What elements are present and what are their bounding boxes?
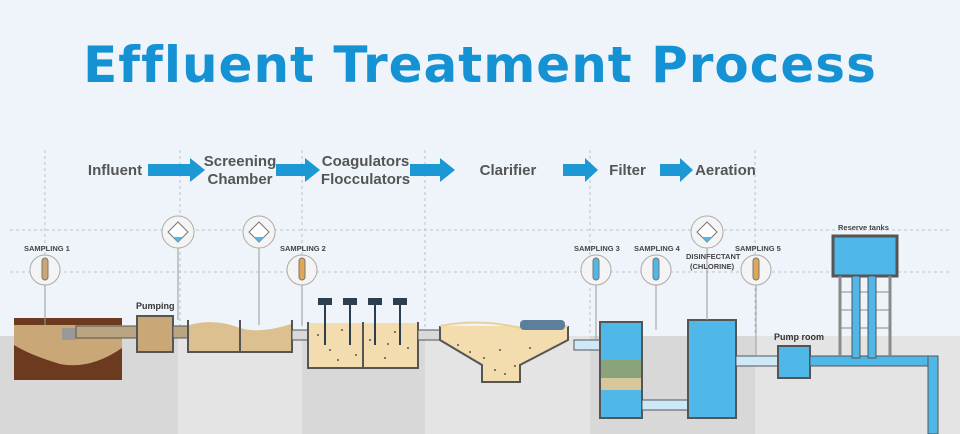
pipe [851,275,861,359]
inlet-grate [62,328,76,340]
floc-particles [317,329,409,361]
right-arrow-icon [148,158,205,182]
label-disinfectant: DISINFECTANT [686,252,741,261]
right-arrow-icon [660,158,693,182]
settling-particles [457,344,531,375]
step-clarifier: Clarifier [479,162,537,179]
pipe [927,355,939,434]
pipe [172,325,190,339]
step-screening-line1: Screening [203,153,277,170]
label-sampling-4: SAMPLING 4 [634,244,681,253]
label-sampling-5: SAMPLING 5 [735,244,781,253]
clarifier-tank [439,326,569,383]
clarifier-surface [439,321,569,330]
pipe [735,355,781,367]
step-coag-line2: Flocculators [320,171,411,188]
label-sampling-2: SAMPLING 2 [280,244,326,253]
pipe [75,325,139,339]
label-chlorine: (CHLORINE) [690,262,735,271]
page-title: Effluent Treatment Process [83,36,877,94]
step-aeration: Aeration [695,162,756,179]
label-pump-room: Pump room [774,332,824,342]
step-filter: Filter [609,162,646,179]
tower-bracing [840,291,890,329]
step-screening-chamber: Screening Chamber [200,153,280,189]
step-coag-line1: Coagulators [321,153,410,170]
marker-stems [44,248,757,356]
reserve-tank [831,234,899,278]
label-reserve-tanks: Reserve tanks [838,223,889,232]
right-arrow-icon [563,158,598,182]
right-arrow-icon [276,158,320,182]
pipe [641,399,691,411]
step-arrows [148,158,693,182]
clarifier-skimmer [520,320,565,330]
label-sampling-3: SAMPLING 3 [574,244,620,253]
filter-sand [601,378,641,390]
pumping-station [136,315,174,353]
pump-room [777,345,811,379]
label-pumping: Pumping [136,301,175,311]
pipe [867,275,877,359]
mixers [318,298,407,345]
pipe [417,329,441,341]
filter-media [601,360,641,378]
step-coagulators: Coagulators Flocculators [318,153,413,189]
sampling-markers [29,254,772,286]
aeration-tank [687,319,737,419]
step-influent: Influent [87,162,143,179]
label-sampling-1: SAMPLING 1 [24,244,70,253]
dosing-markers [161,215,724,249]
step-screening-line2: Chamber [207,171,273,188]
right-arrow-icon [410,158,455,182]
tower-legs [838,276,892,356]
